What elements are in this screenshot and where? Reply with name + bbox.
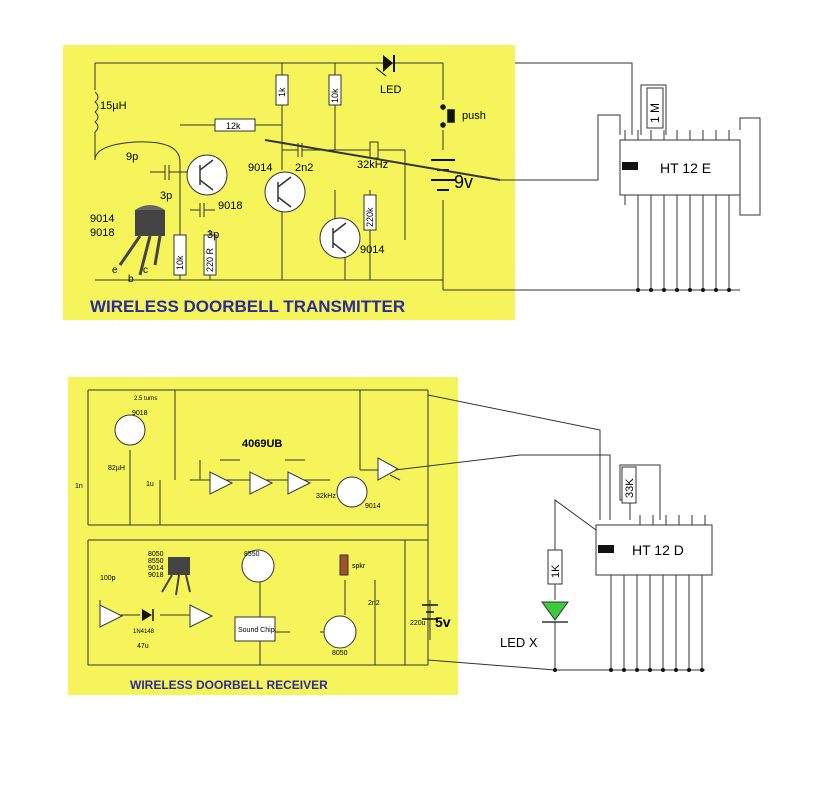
label-pkg-2: 8550 xyxy=(148,558,164,565)
inductor-coil xyxy=(94,91,99,133)
transistor-package-icon xyxy=(118,205,165,276)
label-pkg-4: 9018 xyxy=(148,572,164,579)
ic-ht12d xyxy=(595,524,713,576)
receiver-title: WIRELESS DOORBELL RECEIVER xyxy=(130,678,328,692)
label-r-1k: 1k xyxy=(277,87,287,97)
resistor-10k-top xyxy=(328,74,342,106)
inverter-2 xyxy=(249,471,274,495)
decoder-section: 33K 1K LED X HT 12 D xyxy=(394,394,713,672)
label-battery: 9v xyxy=(454,172,473,192)
label-package-line1: 9014 xyxy=(90,213,114,225)
speaker-icon xyxy=(339,554,349,576)
ic-ht12d-notch xyxy=(598,545,614,553)
label-rx-crystal: 32kHz xyxy=(316,493,336,500)
rx-transistor-q3 xyxy=(241,549,275,583)
label-c-47u: 47u xyxy=(137,643,149,650)
transmitter-title: WIRELESS DOORBELL TRANSMITTER xyxy=(90,297,405,316)
resistor-220r xyxy=(203,234,217,276)
label-ic-4069ub: 4069UB xyxy=(242,438,282,450)
label-c-9p: 9p xyxy=(126,151,138,163)
label-rx-battery: 5v xyxy=(435,614,451,630)
label-rx-inductor: 82µH xyxy=(108,465,125,472)
label-inductor: 15µH xyxy=(100,100,127,112)
ic-ht12e xyxy=(619,139,741,196)
label-resistor-33k: 33K xyxy=(624,478,636,498)
label-r-220r: 220 R xyxy=(205,247,215,272)
label-r-10k-top: 10k xyxy=(330,88,340,103)
label-resistor-1k-led: 1K xyxy=(550,564,562,578)
label-diode: 1N4148 xyxy=(133,629,155,635)
push-button-icon xyxy=(440,104,455,128)
transmitter-panel: 15µH 9p 3p 3p 12k 1k 10k 10k 220 R 220k … xyxy=(63,45,515,320)
label-rx-q1: 9018 xyxy=(132,410,148,417)
label-r-12k: 12k xyxy=(226,121,241,131)
inverter-3 xyxy=(287,471,312,495)
resistor-1k xyxy=(275,74,289,106)
label-c-1n: 1n xyxy=(75,483,83,490)
inverter-4 xyxy=(377,457,400,481)
rx-transistor-q4 xyxy=(323,615,357,649)
encoder-section: 1 M HT 12 E xyxy=(264,62,761,292)
label-rx-q3: 8550 xyxy=(244,551,260,558)
rx-battery-icon xyxy=(422,604,438,620)
label-r-10k-bottom: 10k xyxy=(175,255,185,270)
ic-ht12e-label: HT 12 E xyxy=(660,160,711,176)
resistor-1k-led xyxy=(547,549,563,585)
rx-transistor-q1 xyxy=(114,414,146,446)
inverter-6 xyxy=(189,604,214,628)
label-c-1u: 1u xyxy=(146,481,154,488)
resistor-1m xyxy=(646,87,664,129)
label-led: LED xyxy=(380,84,401,96)
label-c-3p-b: 3p xyxy=(207,229,219,241)
label-push: push xyxy=(462,110,486,122)
resistor-220k xyxy=(363,194,377,231)
label-pkg-1: 8050 xyxy=(148,551,164,558)
label-q2: 9014 xyxy=(248,162,272,174)
led-icon xyxy=(375,55,395,77)
label-led-x: LED X xyxy=(500,635,538,650)
label-c-220u: 220u xyxy=(410,620,426,627)
rx-transistor-package-icon xyxy=(161,557,191,596)
resistor-33k xyxy=(621,466,637,504)
inverter-5 xyxy=(99,604,124,628)
label-sound-chip: Sound Chip xyxy=(238,627,275,634)
inverter-1 xyxy=(209,471,234,495)
transistor-q2 xyxy=(264,171,306,213)
label-rx-inductor-2: 2.5 turns xyxy=(134,396,157,402)
sound-chip xyxy=(234,616,276,642)
label-crystal: 32kHz xyxy=(357,159,388,171)
label-q3: 9014 xyxy=(360,244,384,256)
label-rx-q2: 9014 xyxy=(365,503,381,510)
label-pin-b: b xyxy=(128,274,134,285)
label-speaker: spkr xyxy=(352,563,366,570)
label-package-line2: 9018 xyxy=(90,227,114,239)
receiver-panel: Sound Chip 4069UB 9018 9014 8550 8050 80… xyxy=(68,377,458,695)
label-c-2n2: 2n2 xyxy=(295,162,313,174)
resistor-12k xyxy=(214,118,256,132)
label-pkg-3: 9014 xyxy=(148,565,164,572)
transistor-q1 xyxy=(186,154,228,196)
label-pin-e: e xyxy=(112,265,118,276)
label-c-2n2: 2n2 xyxy=(368,600,380,607)
ic-ht12d-label: HT 12 D xyxy=(632,542,684,558)
ic-ht12e-notch xyxy=(622,162,638,170)
label-pin-c: c xyxy=(143,265,148,276)
transistor-q3 xyxy=(319,217,361,259)
label-r-220k: 220k xyxy=(365,207,375,227)
label-resistor-1m: 1 M xyxy=(648,103,662,123)
rx-transistor-q2 xyxy=(336,476,368,508)
label-q1: 9018 xyxy=(218,200,242,212)
label-c-100p: 100p xyxy=(100,575,116,582)
resistor-10k-bottom xyxy=(173,234,187,276)
label-rx-q4: 8050 xyxy=(332,650,348,657)
label-c-3p-a: 3p xyxy=(160,190,172,202)
led-x-icon xyxy=(541,601,569,623)
diode-icon xyxy=(142,609,154,621)
